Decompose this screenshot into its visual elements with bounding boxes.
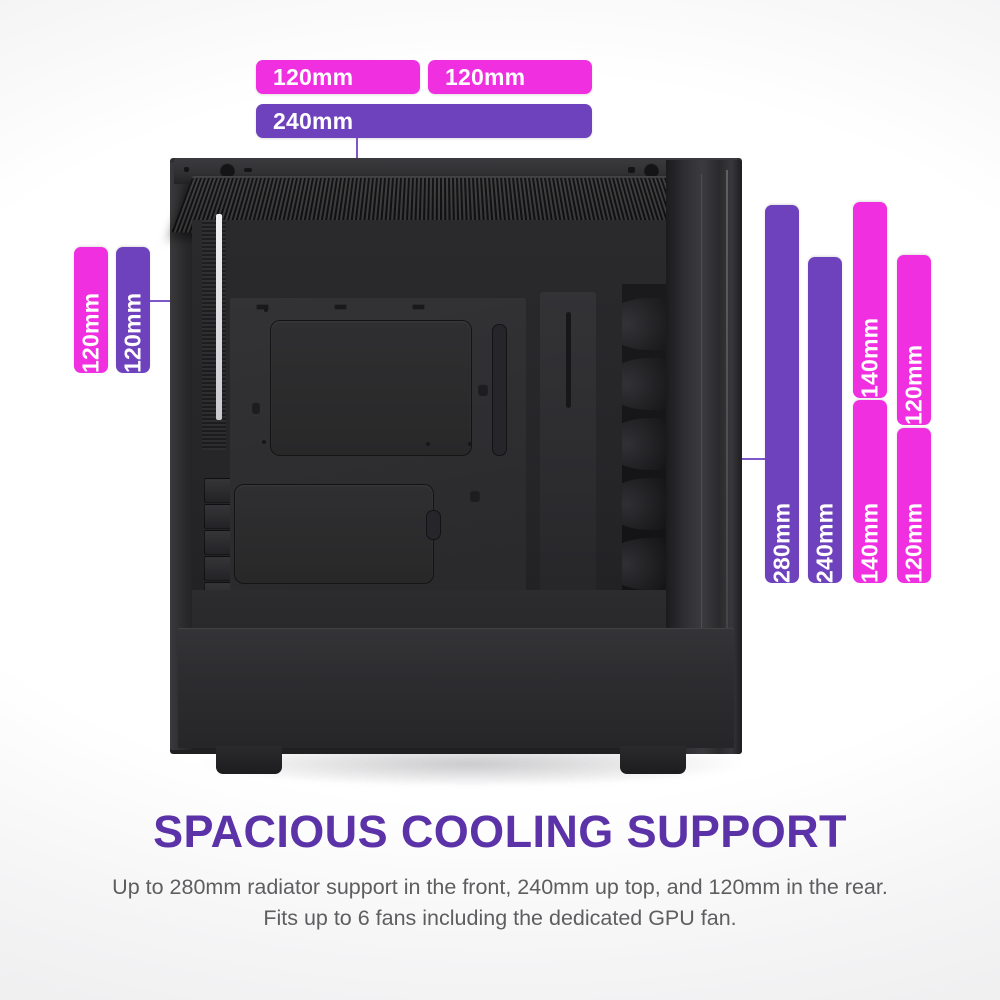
motherboard-standoff	[468, 442, 472, 446]
motherboard-standoff	[262, 440, 266, 444]
pci-slot-cover	[204, 478, 232, 503]
audio-jack-icon	[628, 167, 635, 173]
cable-tie-point	[334, 304, 347, 310]
reset-button-icon	[644, 163, 659, 178]
standoff-grommet	[470, 490, 480, 502]
measurement-label-text: 120mm	[900, 502, 927, 583]
description-line-2: 120mm in the rear. Fits up to 6 fans inc…	[263, 875, 888, 930]
measurement-label-rear-radiator: 120mm	[116, 247, 150, 373]
cpu-cutout	[270, 320, 472, 456]
leader-line-left	[150, 300, 188, 302]
pci-slot-cover	[204, 556, 232, 581]
measurement-label-text: 280mm	[768, 502, 795, 583]
measurement-label-top-fan-1: 120mm	[256, 60, 420, 94]
measurement-label-front-fan-140-lower: 140mm	[853, 400, 887, 583]
measurement-label-front-radiator-240: 240mm	[808, 257, 842, 583]
cable-tie-point	[256, 304, 269, 310]
description: Up to 280mm radiator support in the fron…	[100, 872, 900, 934]
measurement-label-text: 240mm	[811, 502, 838, 583]
measurement-label-text: 120mm	[445, 63, 526, 90]
leader-line-top	[356, 138, 358, 166]
case-front-panel	[178, 628, 734, 748]
measurement-label-text: 120mm	[273, 63, 354, 90]
power-button-icon	[220, 163, 235, 178]
motherboard-standoff	[264, 308, 268, 312]
measurement-label-rear-fan: 120mm	[74, 247, 108, 373]
screw-icon	[184, 167, 189, 172]
cable-pass-through-slot	[492, 324, 507, 456]
glass-highlight	[726, 170, 728, 746]
rear-mesh-vent	[202, 220, 226, 450]
measurement-label-text: 120mm	[77, 292, 104, 373]
case-foot-right	[620, 746, 686, 774]
measurement-label-text: 120mm	[119, 292, 146, 373]
pci-slot-cover	[204, 504, 232, 529]
glass-highlight-secondary	[701, 174, 702, 742]
panel-edge-highlight	[216, 214, 222, 420]
cable-pass-through-slot-small	[426, 510, 441, 540]
case-left-panel	[170, 162, 192, 750]
standoff-grommet	[252, 402, 260, 414]
cable-cover-slot	[566, 312, 571, 408]
measurement-label-front-fan-120-upper: 120mm	[897, 255, 931, 425]
standoff-grommet	[478, 384, 488, 396]
description-line-1: Up to 280mm radiator support in the fron…	[112, 875, 703, 899]
case-interior	[192, 214, 696, 754]
measurement-label-front-fan-140-upper: 140mm	[853, 202, 887, 398]
measurement-label-top-radiator: 240mm	[256, 104, 592, 138]
headline: SPACIOUS COOLING SUPPORT	[153, 806, 847, 857]
pc-case-illustration	[170, 158, 742, 774]
measurement-label-front-fan-120-lower: 120mm	[897, 428, 931, 583]
motherboard-standoff	[426, 442, 430, 446]
measurement-label-text: 240mm	[273, 107, 354, 134]
case-foot-left	[216, 746, 282, 774]
measurement-label-front-radiator-280: 280mm	[765, 205, 799, 583]
usb-port-icon	[244, 168, 252, 172]
measurement-label-text: 140mm	[856, 317, 883, 398]
cable-routing-cutout	[234, 484, 434, 584]
pci-slot-cover	[204, 530, 232, 555]
measurement-label-text: 120mm	[900, 344, 927, 425]
cable-tie-point	[412, 304, 425, 310]
measurement-label-top-fan-2: 120mm	[428, 60, 592, 94]
measurement-label-text: 140mm	[856, 502, 883, 583]
